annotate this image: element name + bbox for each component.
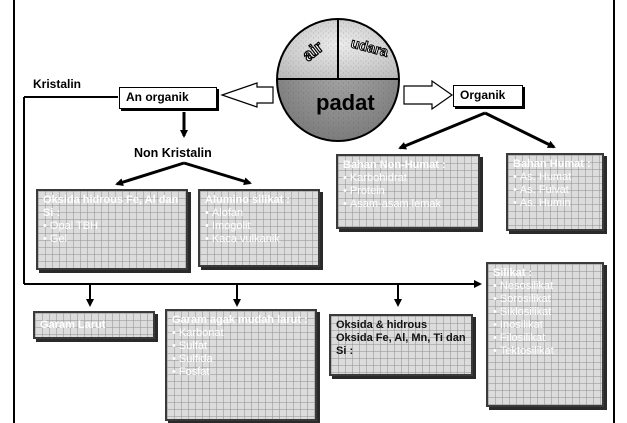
box-title: Alumino silikat : [205,194,290,206]
box-title: Oksida & hidrous Oksida Fe, Al, Mn, Ti d… [336,319,466,357]
list-item: Asam-asam lemak [343,198,473,211]
list-item: As. Fulvat [513,184,597,197]
list-item: As. Humat [513,171,597,184]
an-organik-box: An organik [119,87,217,109]
item-list: Karbohidrat Protein Asam-asam lemak [343,172,473,211]
list-item: Fosfat [172,366,310,379]
organik-box: Organik [453,85,523,107]
list-item: Nesosilikat [493,280,597,293]
box-title: Garam agak mudah larut : [172,314,308,326]
list-item: Sulfat [172,340,310,353]
item-list: Karbonat Sulfat Sulfida Fosfat [172,327,310,379]
list-item: Sorosilikat [493,293,597,306]
oksida-hidrous-box: Oksida hidrous Fe, Al dan Si : Opal TBH … [36,189,188,270]
list-item: As. Humin [513,197,597,210]
circle-outline [276,18,400,142]
list-item: Protein [343,185,473,198]
kristalin-label: Kristalin [33,77,82,91]
right-edge-line [613,0,615,423]
list-item: Kaca vulkanik [205,233,313,246]
silikat-box: Silikat : Nesosilikat Sorosilikat Siklos… [486,262,604,407]
list-item: Inosilikat [493,319,597,332]
garam-larut-box: Garam Larut [33,311,155,339]
box-title: Oksida hidrous Fe, Al dan Si : [43,194,179,219]
list-item: Karbonat [172,327,310,340]
box-title: Garam Larut [40,319,106,331]
list-item: Tektosilikat [493,345,597,358]
item-list: Opal TBH Gel [43,220,181,246]
bahan-humat-box: Bahan Humat : As. Humat As. Fulvat As. H… [506,153,604,231]
padat-label: padat [316,90,375,115]
list-item: Imogolit [205,220,313,233]
list-item: Siklosilikat [493,306,597,319]
box-title: Silikat : [493,267,533,279]
left-edge-line [13,0,15,423]
non-kristalin-label: Non Kristalin [134,146,212,160]
list-item: Gel [43,233,181,246]
item-list: Nesosilikat Sorosilikat Siklosilikat Ino… [493,280,597,358]
item-list: As. Humat As. Fulvat As. Humin [513,171,597,210]
box-title: Bahan Humat : [513,158,591,170]
item-list: Alofan Imogolit Kaca vulkanik [205,207,313,246]
oksida-fe-al-box: Oksida & hidrous Oksida Fe, Al, Mn, Ti d… [329,314,473,376]
garam-agak-mudah-larut-box: Garam agak mudah larut : Karbonat Sulfat… [165,309,317,421]
list-item: Opal TBH [43,220,181,233]
list-item: Karbohidrat [343,172,473,185]
arrow-to-organik [403,79,454,111]
alumino-silikat-box: Alumino silikat : Alofan Imogolit Kaca v… [198,189,320,267]
list-item: Alofan [205,207,313,220]
box-title: Bahan Non-Humat : [343,159,446,171]
list-item: Sulfida [172,353,310,366]
bahan-non-humat-box: Bahan Non-Humat : Karbohidrat Protein As… [336,154,480,229]
list-item: Filosilikat [493,332,597,345]
arrow-to-an-organik [220,82,274,108]
